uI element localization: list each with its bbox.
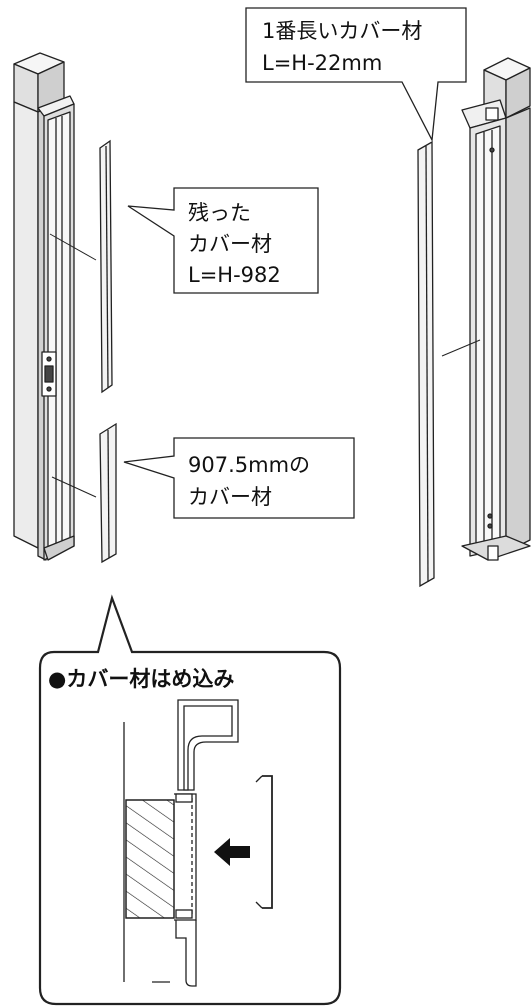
right-post — [441, 57, 531, 561]
cover-907 — [99, 422, 117, 564]
callout-longest-line1: 1番長いカバー材 — [262, 19, 422, 43]
callout-remaining-line2: カバー材 — [188, 232, 272, 256]
cover-remaining — [99, 139, 113, 394]
callout-remaining-line3: L=H-982 — [188, 263, 281, 287]
callout-remaining-line1: 残った — [188, 201, 251, 225]
cover-fitting-section — [123, 699, 273, 987]
left-post — [13, 52, 97, 561]
callout-remaining-cover: 残った カバー材 L=H-982 — [127, 187, 319, 294]
cover-longest — [417, 140, 435, 588]
callout-907-cover: 907.5mmの カバー材 — [123, 437, 355, 519]
callout-longest-line2: L=H-22mm — [262, 51, 382, 75]
push-arrow-icon — [214, 838, 250, 866]
callout-longest-cover: 1番長いカバー材 L=H-22mm — [245, 7, 467, 143]
callout-907-line1: 907.5mmの — [188, 453, 310, 477]
callout-907-line2: カバー材 — [188, 485, 272, 509]
detail-panel: ●カバー材はめ込み — [38, 594, 342, 1006]
detail-title: ●カバー材はめ込み — [48, 667, 234, 691]
